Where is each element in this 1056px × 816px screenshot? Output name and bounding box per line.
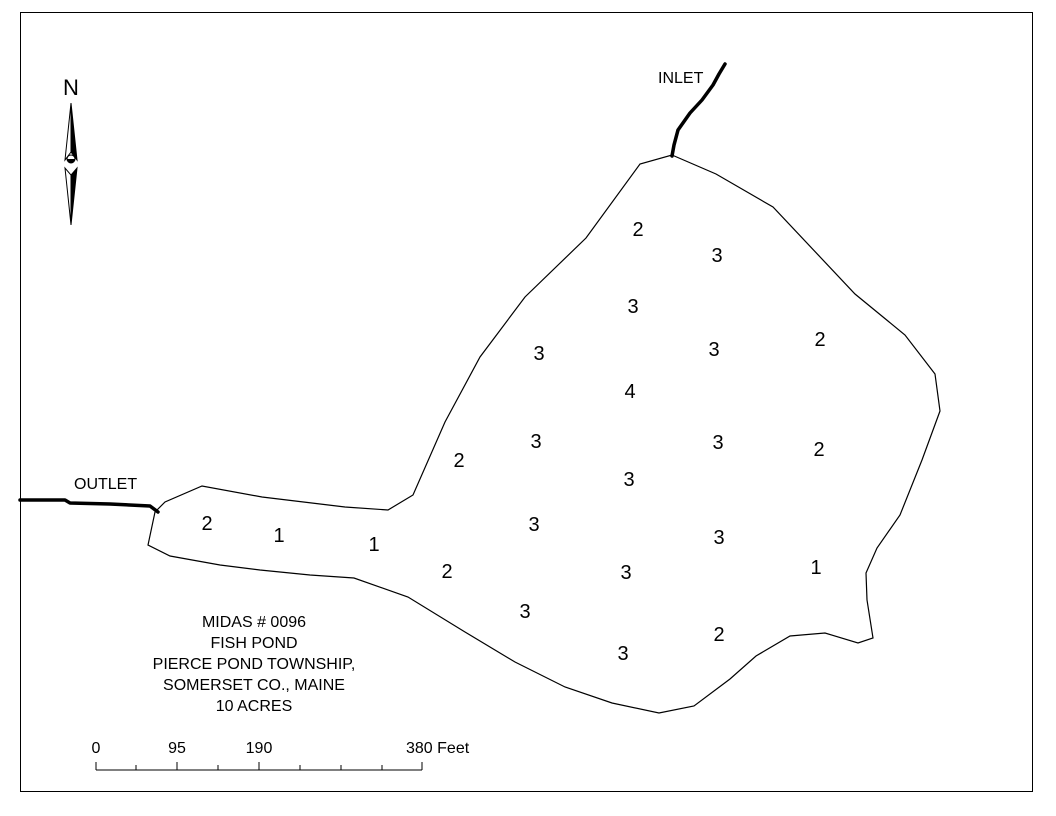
north-arrow-icon: N xyxy=(63,75,79,226)
depth-label: 3 xyxy=(533,343,544,365)
depth-label: 3 xyxy=(623,469,634,491)
depth-label: 3 xyxy=(617,643,628,665)
depth-label: 3 xyxy=(519,601,530,623)
depth-label: 2 xyxy=(453,450,464,472)
inlet-stream xyxy=(670,62,727,158)
depth-label: 3 xyxy=(530,431,541,453)
township: PIERCE POND TOWNSHIP, xyxy=(152,656,356,673)
scale-tick-label: 0 xyxy=(92,740,101,757)
depth-label: 2 xyxy=(201,513,212,535)
depth-label: 2 xyxy=(713,624,724,646)
scale-tick-label: 380 Feet xyxy=(406,740,470,757)
outlet-label: OUTLET xyxy=(74,476,137,493)
county-state: SOMERSET CO., MAINE xyxy=(163,677,345,694)
pond-area: 10 ACRES xyxy=(215,698,293,715)
outlet-stream xyxy=(18,498,160,514)
depth-label: 1 xyxy=(368,534,379,556)
scale-tick-label: 95 xyxy=(168,740,186,757)
depth-label: 2 xyxy=(813,439,824,461)
map-info-block: MIDAS # 0096 FISH POND PIERCE POND TOWNS… xyxy=(96,612,412,717)
north-label: N xyxy=(63,75,79,100)
depth-label: 3 xyxy=(528,514,539,536)
depth-label: 2 xyxy=(814,329,825,351)
midas-number: MIDAS # 0096 xyxy=(201,614,307,631)
pond-name: FISH POND xyxy=(210,635,298,652)
depth-label: 3 xyxy=(708,339,719,361)
depth-label: 3 xyxy=(712,432,723,454)
depth-label: 1 xyxy=(273,525,284,547)
depth-label: 3 xyxy=(711,245,722,267)
pond-shoreline xyxy=(147,154,941,714)
depth-label: 3 xyxy=(620,562,631,584)
inlet-label: INLET xyxy=(658,70,704,87)
depth-label: 3 xyxy=(627,296,638,318)
depth-label: 3 xyxy=(713,527,724,549)
scale-tick-label: 190 xyxy=(246,740,273,757)
depth-label: 4 xyxy=(624,381,635,403)
scale-bar: 0 95 190 380 Feet xyxy=(92,740,470,771)
map-frame xyxy=(20,12,1033,792)
depth-label: 2 xyxy=(632,219,643,241)
depth-label: 2 xyxy=(441,561,452,583)
depth-label: 1 xyxy=(810,557,821,579)
